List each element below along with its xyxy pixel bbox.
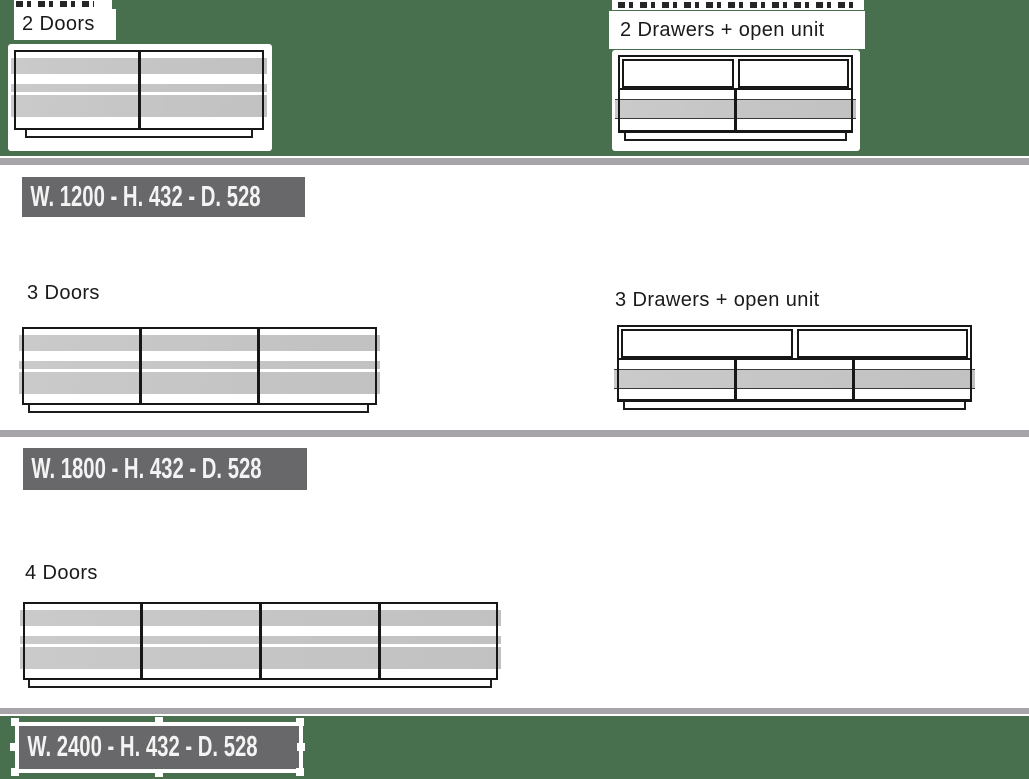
label-patch [609,11,865,49]
door-divider [377,604,381,678]
variant-label-3-drawers-open-unit: 3 Drawers + open unit [615,289,820,311]
drawer-divider [734,90,737,130]
selection-handle[interactable] [296,768,304,776]
drawer-divider [852,360,856,399]
door-divider [259,604,262,678]
variant-label-2-drawers-open-unit: 2 Drawers + open unit [620,19,825,41]
variant-label-2-doors: 2 Doors [22,13,95,35]
open-compartment [622,59,734,88]
cabinet-plinth [28,405,369,413]
selection-handle[interactable] [10,743,18,751]
drawer-divider [733,360,737,399]
selection-handle[interactable] [297,743,305,751]
open-compartment [796,329,968,358]
open-compartments [619,327,970,360]
cabinet-drawing-4-doors [20,602,501,688]
door-slats [19,327,380,405]
artifact-patch-right [612,0,864,10]
selection-handle[interactable] [296,718,304,726]
cabinet-drawing-3-drawers-open-unit [614,325,975,410]
dimension-badge-w2400: W. 2400 - H. 432 - D. 528 [15,722,303,773]
cabinet-drawing-3-doors [19,327,380,413]
cabinet-plinth [623,402,966,410]
section-divider [0,430,1029,437]
cabinet-plinth [28,680,492,688]
cabinet-foot [613,141,631,150]
cropped-text-artifact [16,1,94,7]
cabinet-drawing-2-drawers-open-unit [613,55,858,150]
door-divider [140,604,144,678]
door-divider [138,329,142,403]
open-compartment [737,59,849,88]
variant-label-3-doors: 3 Doors [27,282,100,304]
door-divider [257,329,261,403]
selection-handle[interactable] [11,768,19,776]
cropped-text-artifact [618,2,856,8]
door-divider [137,52,141,128]
dimension-text: W. 1200 - H. 432 - D. 528 [30,180,261,213]
cabinet-foot [9,138,27,147]
selection-handle[interactable] [11,718,19,726]
variant-label-4-doors: 4 Doors [25,562,98,584]
cabinet-foot [251,138,269,147]
cabinet-foot [840,141,858,150]
section-divider [0,158,1029,165]
selection-handle[interactable] [155,769,163,777]
open-compartment [621,329,793,358]
cabinet-plinth [624,133,847,141]
section-divider [0,708,1029,714]
drawer-top-edge [615,360,974,369]
dimension-text: W. 1800 - H. 432 - D. 528 [31,452,262,485]
dimension-badge-w1200: W. 1200 - H. 432 - D. 528 [22,177,305,217]
dimension-badge-w1800: W. 1800 - H. 432 - D. 528 [23,448,307,490]
cabinet-plinth [25,130,253,138]
label-patch [14,9,116,40]
artifact-patch-left [14,0,112,9]
cabinet-drawing-2-doors [9,50,269,147]
selection-handle[interactable] [155,717,163,725]
cabinet-base-band [619,391,970,399]
dimension-text: W. 2400 - H. 432 - D. 528 [27,731,258,763]
open-compartments [620,57,851,90]
drawer-fronts [614,369,975,389]
